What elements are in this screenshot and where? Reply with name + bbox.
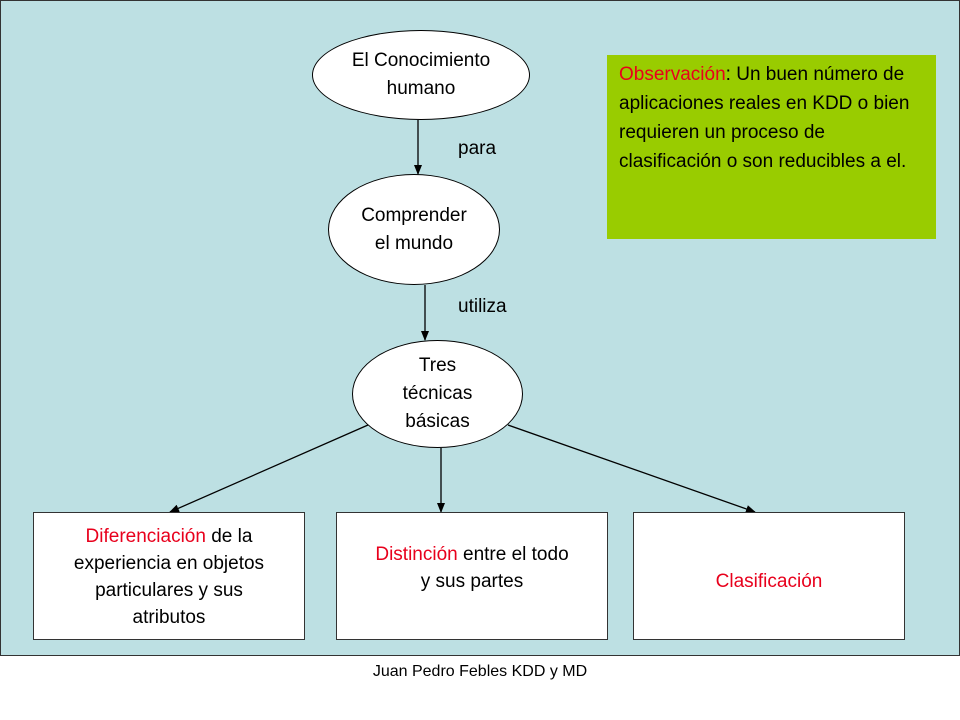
node-tres-tecnicas-basicas: Tres técnicas básicas [352,340,523,448]
node-comprender-line1: Comprender [361,204,467,226]
node-tecnicas-line2: técnicas [402,383,473,404]
box-diferenciacion-line1-rest: de la [205,526,253,547]
box-diferenciacion-line2: experiencia en objetos [73,553,265,574]
observation-note: Observación: Un buen número de aplicacio… [607,55,936,239]
node-tecnicas-line1: Tres [418,355,457,376]
footer-credit: Juan Pedro Febles KDD y MD [372,663,588,680]
node-conocimiento-line1: El Conocimiento [351,50,491,71]
node-comprender-line2: el mundo [374,232,454,254]
box-clasificacion-highlight: Clasificación [715,570,823,592]
node-comprender-el-mundo: Comprender el mundo [328,174,500,285]
box-distincion-line1-rest: entre el todo [457,544,569,565]
box-distincion-highlight: Distinción [375,544,458,565]
edge-label-para: para [458,138,497,159]
node-tecnicas-line3: básicas [405,411,470,432]
node-conocimiento-humano: El Conocimiento humano [312,30,530,120]
box-diferenciacion: Diferenciación de la experiencia en obje… [33,512,305,640]
edge-label-utiliza: utiliza [458,296,507,317]
edge-tecnicas-clasificacion [507,424,756,513]
note-highlight: Observación [619,64,726,85]
edge-tecnicas-diferenciacion [169,424,369,513]
box-diferenciacion-line4: atributos [132,607,206,628]
box-diferenciacion-line3: particulares y sus [95,580,243,601]
note-text: : Un buen número de aplicaciones reales … [619,64,910,172]
box-distincion: Distinción entre el todo y sus partes [336,512,608,640]
box-clasificacion: Clasificación [633,512,905,640]
node-conocimiento-line2: humano [386,78,456,99]
box-diferenciacion-highlight: Diferenciación [85,526,206,547]
box-distincion-line2: y sus partes [420,571,524,592]
